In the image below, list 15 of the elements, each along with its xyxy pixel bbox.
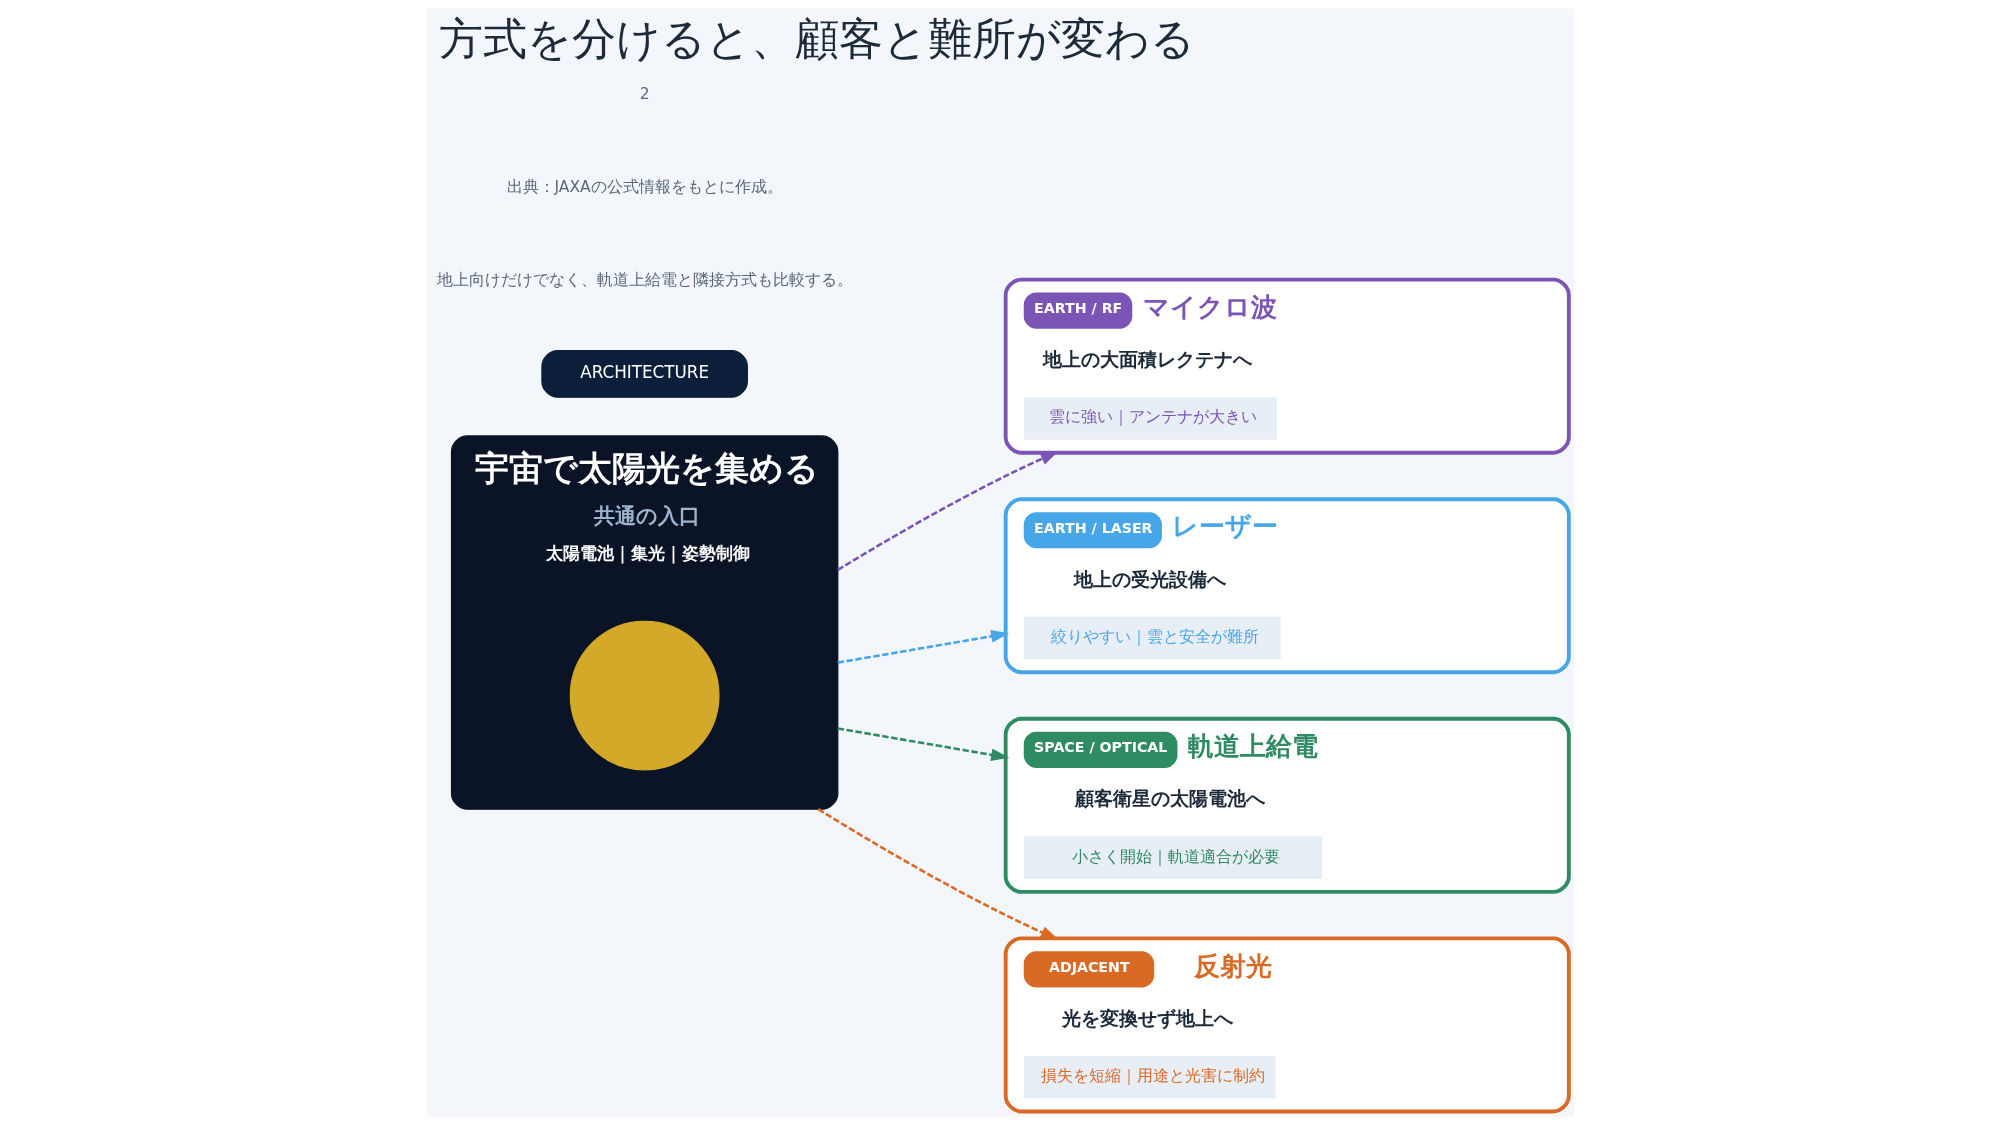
arrow bbox=[837, 727, 1009, 762]
node-box: EARTH / LASER レーザー 地上の受光設備へ 絞りやすい｜雲と安全が難所 bbox=[1003, 497, 1571, 675]
label: 2 bbox=[639, 84, 650, 103]
node-circle bbox=[569, 620, 720, 771]
node-box: SPACE / OPTICAL 軌道上給電 顧客衛星の太陽電池へ 小さく開始｜軌道適合が必要 bbox=[1003, 716, 1571, 894]
label: ARCHITECTURE bbox=[579, 362, 709, 383]
label: 地上向けだけでなく、軌道上給電と隣接方式も比較する。 bbox=[436, 270, 853, 289]
label: 出典：JAXAの公式情報をもとに作成。 bbox=[506, 177, 783, 196]
arrow bbox=[836, 451, 1059, 572]
cluster: 宇宙で太陽光を集める 共通の入口 太陽電池｜集光｜姿勢制御 bbox=[450, 435, 838, 810]
arrow bbox=[817, 808, 1059, 940]
arrow bbox=[837, 630, 1009, 664]
diagram-title: 方式を分けると、顧客と難所が変わる bbox=[438, 12, 1195, 64]
node-box: EARTH / RF マイクロ波 地上の大面積レクテナへ 雲に強い｜アンテナが大きい bbox=[1003, 277, 1571, 455]
node-box: ADJACENT 反射光 光を変換せず地上へ 損失を短縮｜用途と光害に制約 bbox=[1003, 936, 1571, 1114]
